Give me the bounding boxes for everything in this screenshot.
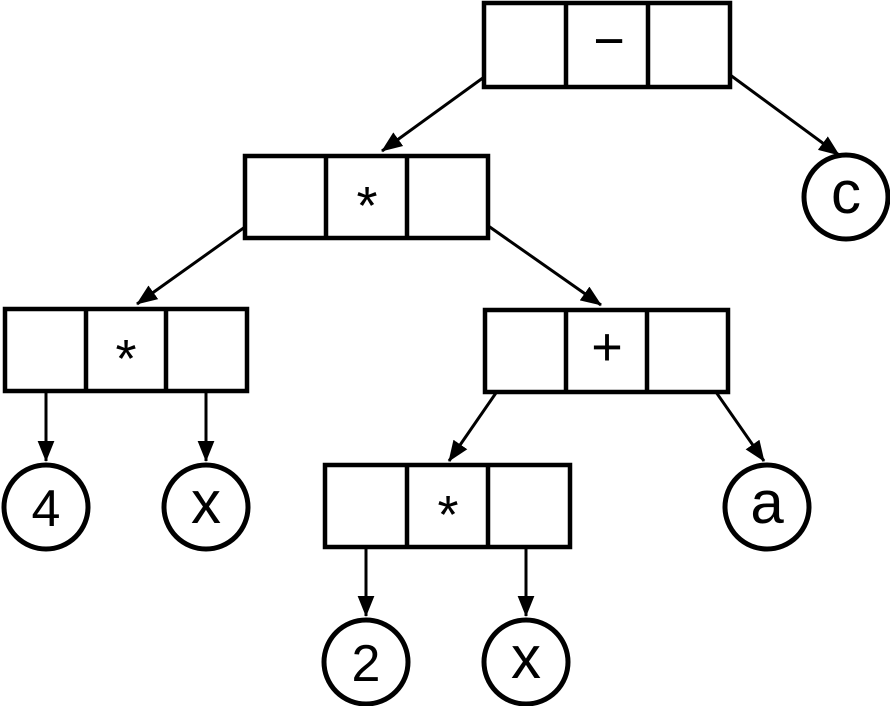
leaf-four-circle xyxy=(1,462,91,552)
leaf-x-lower-circle xyxy=(481,617,571,706)
node-mul2-box xyxy=(242,153,491,241)
leaf-x-upper-label: x xyxy=(191,469,221,536)
tree-node-plus-level3: + xyxy=(482,307,731,395)
node-plus-op: + xyxy=(591,317,623,377)
node-mul4-box xyxy=(322,462,573,550)
tree-node-mul-level2: * xyxy=(242,153,491,241)
node-mul3-op: * xyxy=(115,329,136,389)
node-mul3-box xyxy=(2,306,250,394)
node-mul2-op: * xyxy=(356,176,377,236)
leaf-four-label: 4 xyxy=(32,480,61,538)
leaf-a-label: a xyxy=(750,469,784,536)
leaf-node-c: c xyxy=(801,152,890,242)
leaf-x-upper-circle xyxy=(161,462,251,552)
node-mul4-op: * xyxy=(437,485,458,545)
node-root-op: − xyxy=(593,11,625,71)
leaf-c-circle xyxy=(801,152,890,242)
leaf-x-lower-label: x xyxy=(511,624,541,691)
tree-node-root: − xyxy=(481,0,733,90)
leaf-a-circle xyxy=(722,462,812,552)
leaf-node-two: 2 xyxy=(321,617,411,706)
leaf-node-x-lower: x xyxy=(481,617,571,706)
leaf-c-label: c xyxy=(831,159,861,226)
leaf-two-label: 2 xyxy=(352,635,381,693)
node-root-box xyxy=(481,0,733,90)
leaf-node-a: a xyxy=(722,462,812,552)
leaf-node-x-upper: x xyxy=(161,462,251,552)
node-plus-box xyxy=(482,307,731,395)
leaf-two-circle xyxy=(321,617,411,706)
tree-node-mul-level3: * xyxy=(2,306,250,394)
tree-node-mul-level4: * xyxy=(322,462,573,550)
leaf-node-four: 4 xyxy=(1,462,91,552)
